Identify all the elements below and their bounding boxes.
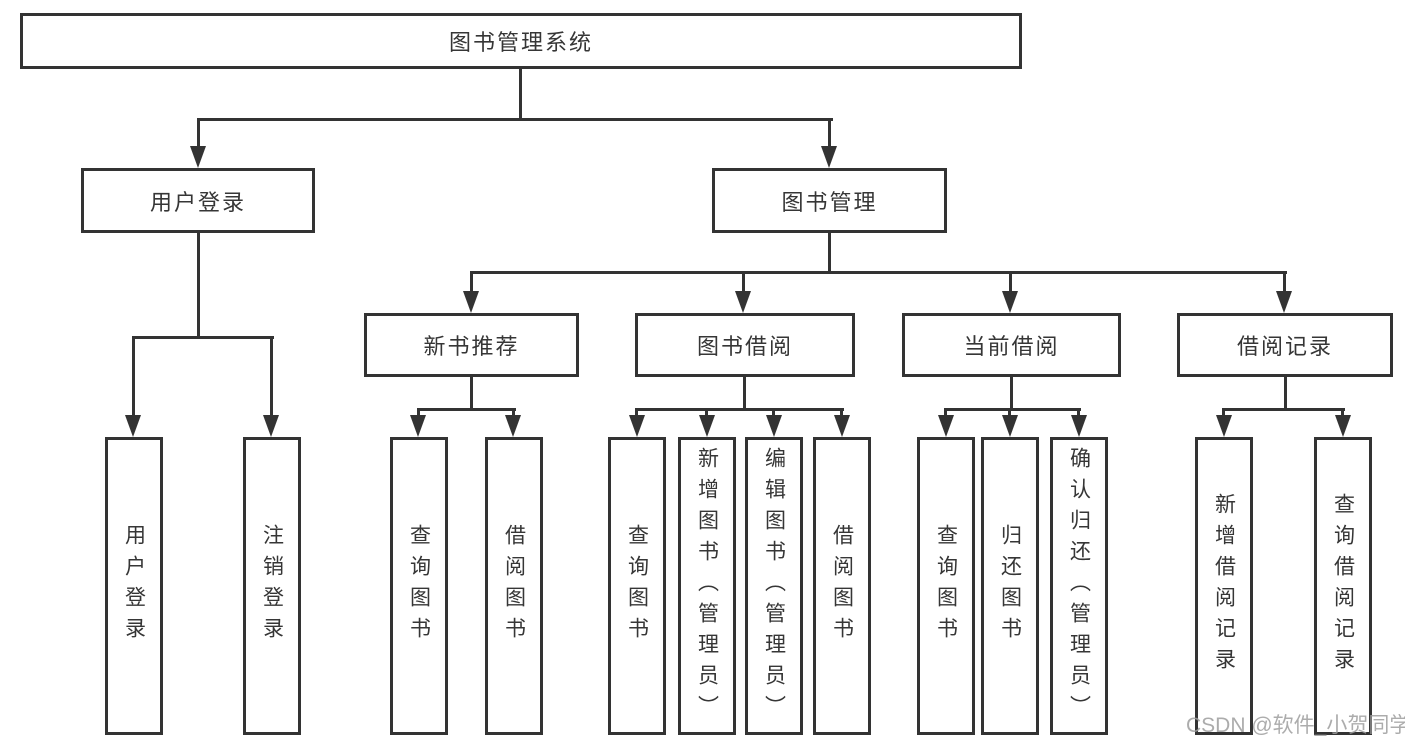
arrow-down-icon — [1216, 415, 1232, 437]
node-library-management-system: 图书管理系统 — [20, 13, 1022, 69]
arrow-down-icon — [1002, 415, 1018, 437]
connector-line — [132, 336, 135, 417]
arrow-down-icon — [821, 146, 837, 168]
leaf-user-login: 用户登录 — [105, 437, 163, 735]
connector-line — [1283, 271, 1286, 295]
leaf-add-books-admin-label: 新增图书（管理员） — [695, 446, 719, 726]
connector-line — [944, 408, 1081, 411]
connector-line — [840, 408, 843, 418]
connector-line — [772, 408, 775, 418]
connector-line — [635, 408, 844, 411]
node-borrowing-records-label: 借阅记录 — [1236, 334, 1333, 359]
leaf-confirm-return-admin-label: 确认归还（管理员） — [1067, 446, 1091, 726]
node-new-book-recommendation: 新书推荐 — [364, 313, 579, 377]
leaf-query-borrow-record-label: 查询借阅记录 — [1331, 493, 1355, 679]
csdn-watermark: CSDN @软件_小贺同学 — [1186, 714, 1405, 737]
leaf-query-borrow-record: 查询借阅记录 — [1314, 437, 1372, 735]
connector-line — [742, 271, 745, 295]
leaf-query-books-recommend: 查询图书 — [390, 437, 448, 735]
connector-line — [1222, 408, 1345, 411]
leaf-query-books-current-label: 查询图书 — [934, 524, 958, 648]
arrow-down-icon — [834, 415, 850, 437]
node-book-management-label: 图书管理 — [781, 189, 878, 215]
leaf-borrow-books-recommend: 借阅图书 — [485, 437, 543, 735]
leaf-borrow-books-borrowing: 借阅图书 — [813, 437, 871, 735]
node-book-management: 图书管理 — [712, 168, 947, 233]
arrow-down-icon — [629, 415, 645, 437]
leaf-borrow-books-recommend-label: 借阅图书 — [502, 524, 526, 648]
leaf-edit-books-admin: 编辑图书（管理员） — [745, 437, 803, 735]
leaf-confirm-return-admin: 确认归还（管理员） — [1050, 437, 1108, 735]
connector-line — [635, 408, 638, 418]
node-current-borrowing: 当前借阅 — [902, 313, 1121, 377]
leaf-query-books-borrowing: 查询图书 — [608, 437, 666, 735]
node-new-book-recommendation-label: 新书推荐 — [423, 334, 520, 359]
leaf-return-books: 归还图书 — [981, 437, 1039, 735]
connector-line — [1010, 377, 1013, 411]
node-user-login: 用户登录 — [81, 168, 315, 233]
connector-line — [1077, 408, 1080, 418]
connector-line — [705, 408, 708, 418]
connector-line — [197, 118, 200, 149]
connector-line — [512, 408, 515, 418]
connector-line — [1008, 408, 1011, 418]
node-book-borrowing-label: 图书借阅 — [696, 334, 793, 359]
leaf-add-borrow-record-label: 新增借阅记录 — [1212, 493, 1236, 679]
leaf-add-borrow-record: 新增借阅记录 — [1195, 437, 1253, 735]
connector-line — [270, 336, 273, 417]
connector-line — [197, 118, 833, 121]
leaf-user-login-label: 用户登录 — [122, 524, 146, 648]
arrow-down-icon — [1276, 291, 1292, 313]
connector-line — [828, 233, 831, 274]
arrow-down-icon — [190, 146, 206, 168]
connector-line — [470, 271, 1287, 274]
node-library-management-system-label: 图书管理系统 — [448, 30, 593, 55]
connector-line — [470, 271, 473, 295]
leaf-add-books-admin: 新增图书（管理员） — [678, 437, 736, 735]
connector-line — [417, 408, 420, 418]
leaf-logout-label: 注销登录 — [260, 524, 284, 648]
arrow-down-icon — [938, 415, 954, 437]
node-borrowing-records: 借阅记录 — [1177, 313, 1393, 377]
connector-line — [944, 408, 947, 418]
connector-line — [1284, 377, 1287, 411]
arrow-down-icon — [410, 415, 426, 437]
leaf-return-books-label: 归还图书 — [998, 524, 1022, 648]
arrow-down-icon — [1071, 415, 1087, 437]
connector-line — [417, 408, 516, 411]
arrow-down-icon — [263, 415, 279, 437]
connector-line — [743, 377, 746, 411]
arrow-down-icon — [766, 415, 782, 437]
arrow-down-icon — [1002, 291, 1018, 313]
connector-line — [1222, 408, 1225, 418]
leaf-query-books-borrowing-label: 查询图书 — [625, 524, 649, 648]
leaf-query-books-current: 查询图书 — [917, 437, 975, 735]
leaf-borrow-books-borrowing-label: 借阅图书 — [830, 524, 854, 648]
connector-line — [828, 118, 831, 149]
arrow-down-icon — [735, 291, 751, 313]
arrow-down-icon — [463, 291, 479, 313]
leaf-logout: 注销登录 — [243, 437, 301, 735]
leaf-edit-books-admin-label: 编辑图书（管理员） — [762, 446, 786, 726]
connector-line — [132, 336, 274, 339]
arrow-down-icon — [505, 415, 521, 437]
connector-line — [1009, 271, 1012, 295]
connector-line — [519, 69, 522, 121]
leaf-query-books-recommend-label: 查询图书 — [407, 524, 431, 648]
arrow-down-icon — [699, 415, 715, 437]
connector-line — [197, 233, 200, 338]
node-book-borrowing: 图书借阅 — [635, 313, 855, 377]
arrow-down-icon — [1335, 415, 1351, 437]
connector-line — [1341, 408, 1344, 418]
arrow-down-icon — [125, 415, 141, 437]
node-current-borrowing-label: 当前借阅 — [963, 334, 1060, 359]
node-user-login-label: 用户登录 — [149, 189, 246, 215]
connector-line — [470, 377, 473, 411]
